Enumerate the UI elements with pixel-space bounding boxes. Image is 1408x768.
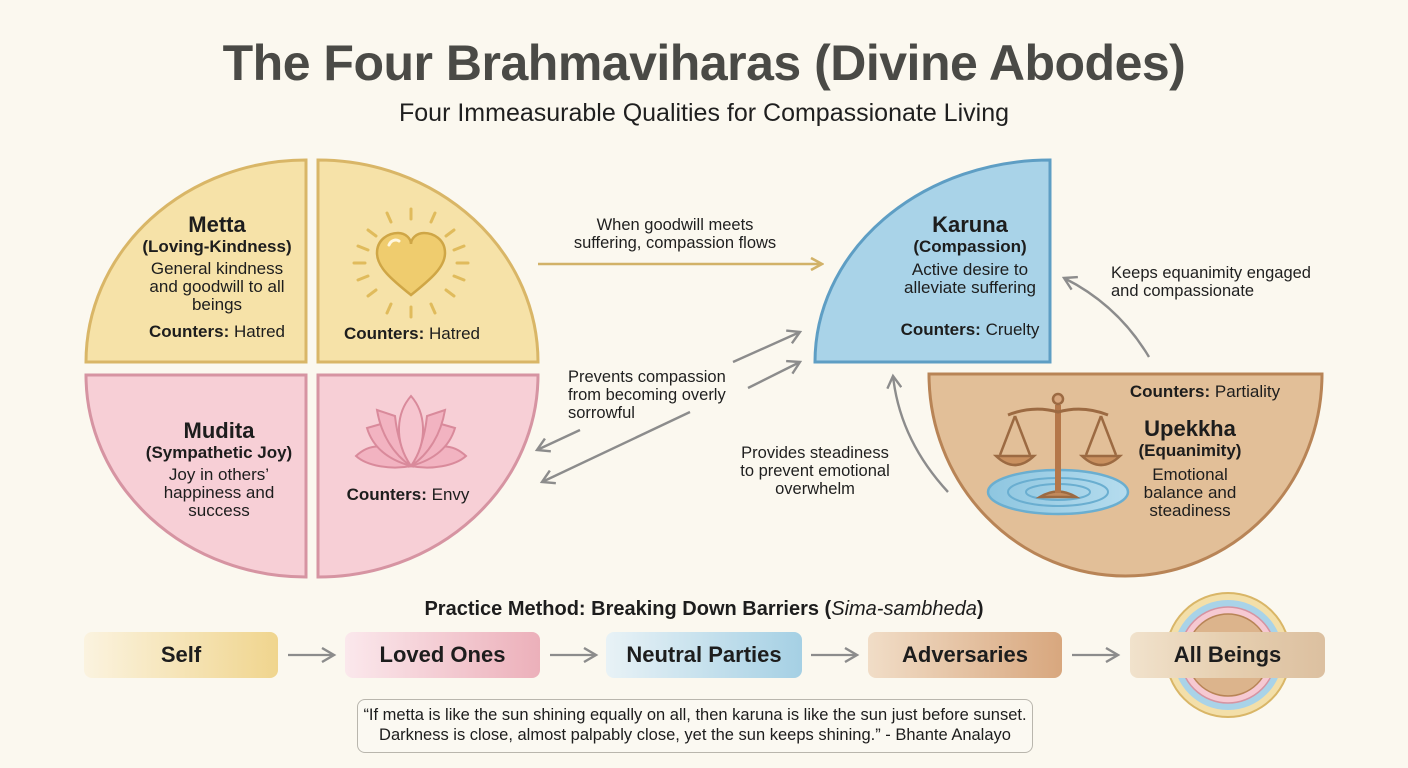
- karuna-description-1: Active desire to: [911, 259, 1029, 279]
- metta-description-1: General kindness: [150, 258, 284, 278]
- upekkha-engaged-arrow: [1064, 278, 1151, 358]
- mudita-description-1: Joy in others’: [168, 464, 270, 484]
- page-subtitle: Four Immeasurable Qualities for Compassi…: [399, 99, 1009, 127]
- upekkha-panel: [927, 372, 1324, 578]
- mudita-translation: (Sympathetic Joy): [145, 443, 293, 463]
- upekkha-counters: Counters: Partiality: [1129, 382, 1281, 401]
- upekkha-description-3: steadiness: [1149, 500, 1231, 520]
- mudita-description-2: happiness and: [163, 482, 275, 502]
- balance-scale-icon: [986, 392, 1130, 516]
- metta-icon-counters: Counters: Hatred: [343, 324, 481, 343]
- karuna-text-block: Karuna (Compassion) Active desire to all…: [880, 213, 1060, 338]
- karuna-counters: Counters: Cruelty: [900, 319, 1040, 339]
- upekkha-engaged-label: Keeps equanimity engaged and compassiona…: [1111, 264, 1311, 300]
- practice-step-all-beings: All Beings: [1130, 632, 1325, 678]
- mudita-karuna-label: Prevents compassion from becoming overly…: [568, 368, 726, 422]
- karuna-to-mudita-arrow-1: [537, 428, 581, 450]
- practice-step-loved-ones: Loved Ones: [345, 632, 540, 678]
- practice-title: Practice Method: Breaking Down Barriers …: [424, 598, 984, 620]
- radiant-heart-icon: [352, 207, 470, 319]
- mudita-text-block: Mudita (Sympathetic Joy) Joy in others’ …: [132, 419, 306, 519]
- mudita-description-3: success: [188, 500, 250, 520]
- page-title: The Four Brahmaviharas (Divine Abodes): [222, 35, 1186, 91]
- practice-step-neutral-parties: Neutral Parties: [606, 632, 802, 678]
- mudita-to-karuna-arrow-1: [732, 332, 800, 364]
- metta-description-2: and goodwill to all: [149, 276, 285, 296]
- karuna-name: Karuna: [932, 212, 1008, 237]
- mudita-to-karuna-arrow-2: [747, 362, 800, 390]
- lotus-icon: [354, 394, 468, 469]
- karuna-to-mudita-arrow-2: [542, 410, 691, 482]
- mudita-panel: [84, 373, 308, 579]
- metta-panel: [84, 158, 308, 364]
- metta-counters: Counters: Hatred: [148, 322, 286, 342]
- upekkha-translation: (Equanimity): [1138, 441, 1242, 461]
- mudita-name: Mudita: [183, 418, 255, 443]
- metta-description-3: beings: [191, 294, 243, 314]
- karuna-panel: [813, 158, 1052, 364]
- mudita-icon-panel: [316, 373, 540, 579]
- upekkha-text-block: Upekkha (Equanimity) Emotional balance a…: [1110, 417, 1270, 519]
- practice-step-self: Self: [84, 632, 278, 678]
- metta-name: Metta: [188, 212, 246, 237]
- upekkha-description-2: balance and: [1143, 482, 1237, 502]
- karuna-translation: (Compassion): [913, 237, 1027, 257]
- practice-step-adversaries: Adversaries: [868, 632, 1062, 678]
- upekkha-steadiness-arrow: [893, 376, 949, 493]
- upekkha-name: Upekkha: [1144, 416, 1236, 441]
- metta-translation: (Loving-Kindness): [142, 237, 292, 257]
- quote-line-2: Darkness is close, almost palpably close…: [379, 726, 1011, 744]
- upekkha-description-1: Emotional: [1152, 464, 1228, 484]
- karuna-description-2: alleviate suffering: [904, 277, 1036, 297]
- quote-line-1: “If metta is like the sun shining equall…: [363, 706, 1027, 725]
- mudita-icon-counters: Counters: Envy: [346, 485, 470, 504]
- metta-karuna-label: When goodwill meets suffering, compassio…: [573, 216, 777, 252]
- quote-box: “If metta is like the sun shining equall…: [357, 699, 1033, 753]
- metta-text-block: Metta (Loving-Kindness) General kindness…: [130, 213, 304, 341]
- upekkha-steadiness-label: Provides steadiness to prevent emotional…: [740, 444, 890, 498]
